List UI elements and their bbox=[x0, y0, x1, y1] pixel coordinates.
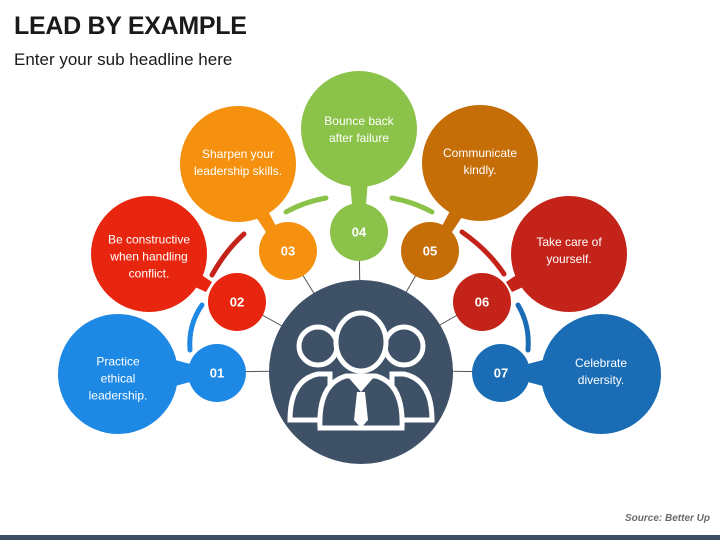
step-03-group bbox=[180, 106, 317, 280]
step-06-text: Take care of yourself. bbox=[536, 235, 602, 266]
step-02-text: Be constructive when handling conflict. bbox=[107, 232, 191, 281]
source-note: Source: Better Up bbox=[624, 513, 710, 524]
step-07-text: Celebrate diversity. bbox=[574, 356, 628, 387]
step-07-group bbox=[472, 314, 661, 434]
bottom-bar bbox=[0, 535, 720, 540]
step-07-number: 07 bbox=[493, 365, 509, 381]
step-04-number: 04 bbox=[351, 224, 367, 240]
leader-team-icon bbox=[287, 310, 435, 431]
step-01-text: Practice ethical leadership. bbox=[88, 354, 148, 403]
step-05-group bbox=[401, 105, 538, 280]
step-05-text: Communicate kindly. bbox=[442, 146, 518, 177]
page-subtitle: Enter your sub headline here bbox=[14, 50, 233, 69]
step-05-number: 05 bbox=[422, 243, 438, 259]
center-hub bbox=[269, 280, 453, 464]
step-04-group bbox=[301, 71, 417, 261]
page-title: LEAD BY EXAMPLE bbox=[14, 12, 247, 40]
step-01-number: 01 bbox=[209, 365, 225, 381]
step-03-number: 03 bbox=[280, 243, 296, 259]
step-06-number: 06 bbox=[474, 294, 490, 310]
step-02-number: 02 bbox=[229, 294, 245, 310]
step-06-group bbox=[453, 196, 627, 331]
step-03-text: Sharpen your leadership skills. bbox=[193, 147, 283, 178]
step-02-group bbox=[91, 196, 266, 331]
step-01-group bbox=[58, 314, 246, 434]
step-04-text: Bounce back after failure bbox=[324, 114, 394, 145]
